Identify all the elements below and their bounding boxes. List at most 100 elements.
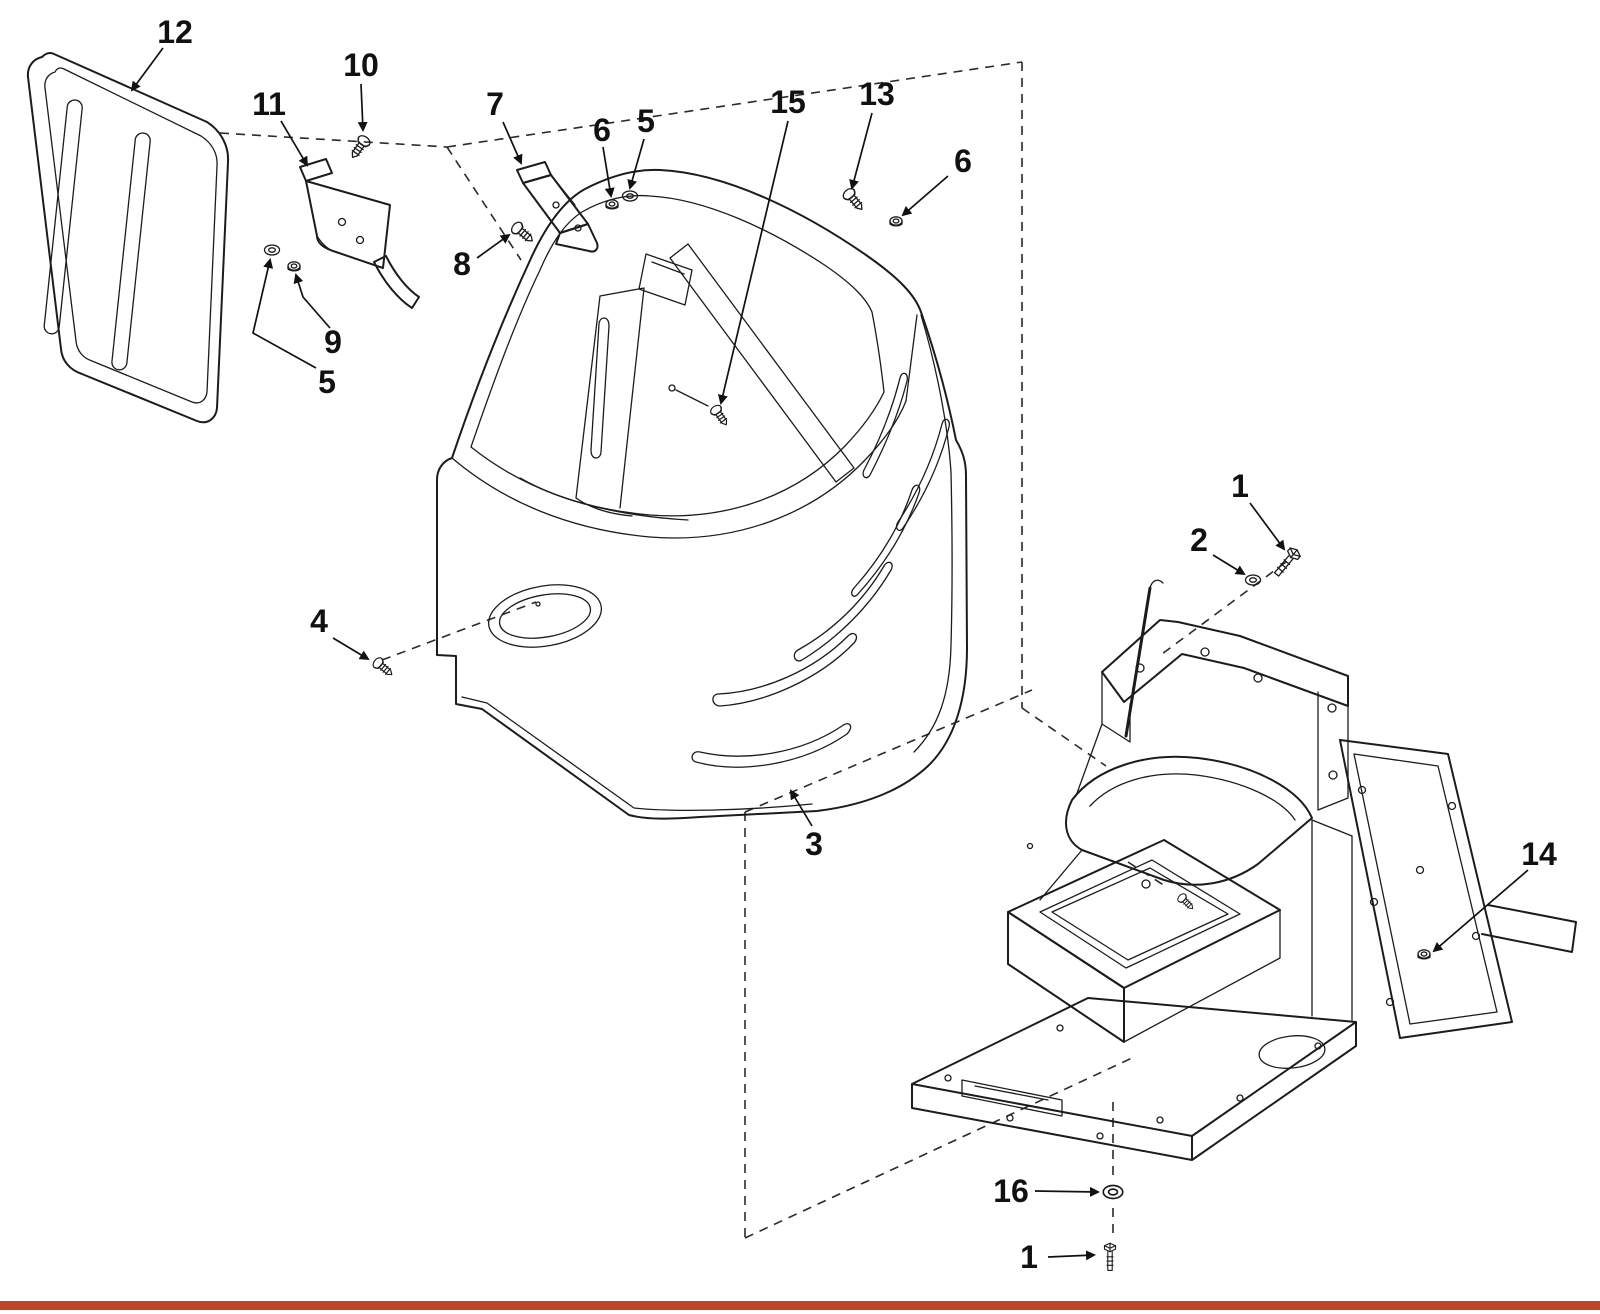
vent-slot	[895, 418, 951, 532]
dash-lower-plane-bottom	[744, 1057, 1133, 1239]
leader-6-left	[602, 146, 615, 198]
panel-12-slot-left	[43, 99, 83, 335]
leader-1-bottom	[1047, 1250, 1096, 1261]
hood-hole-15-line	[675, 389, 709, 407]
leader-2	[1212, 554, 1246, 576]
bolt-1-top	[1270, 545, 1303, 580]
leader-16	[1034, 1186, 1100, 1197]
side-panel-14	[1339, 739, 1577, 1039]
dash-plane-to-chassis	[1021, 707, 1107, 767]
callout-12: 12	[157, 14, 193, 50]
vent-slot	[691, 723, 852, 768]
callout-8: 8	[453, 246, 471, 282]
dash-screw4-to-handle	[381, 601, 537, 661]
hood-rim-inner	[470, 194, 885, 517]
callout-6-right: 6	[954, 143, 972, 179]
nut-6-left	[605, 199, 619, 210]
hood-outline	[436, 168, 968, 820]
back-wall	[1311, 819, 1353, 1021]
leader-7	[502, 121, 523, 165]
leader-11	[280, 120, 309, 167]
base-hole	[944, 1074, 952, 1082]
leader-4	[332, 637, 370, 661]
bracket-hole	[1328, 770, 1338, 780]
chassis-frame-assembly	[911, 579, 1357, 1161]
callout-labels: 12 10 11 7 6 5 15 13 6 8 9 5 4 1 2 3 14 …	[157, 14, 1557, 1275]
base-large-hole	[1258, 1035, 1326, 1069]
leader-8	[476, 233, 511, 259]
screw-15	[708, 402, 732, 429]
bracket-11-arm	[373, 255, 420, 309]
base-hole	[1156, 1116, 1164, 1124]
bracket-hole	[1253, 673, 1263, 683]
seat-saddle-inner	[1089, 773, 1296, 821]
bracket-11-hole	[337, 217, 347, 227]
leader-15	[717, 120, 789, 405]
leader-3	[789, 789, 813, 827]
lever-tip	[1149, 579, 1164, 589]
base-hole	[1056, 1024, 1064, 1032]
deck-front-face	[1007, 911, 1125, 1043]
callout-10: 10	[343, 47, 379, 83]
side-panel-tab	[1481, 904, 1577, 953]
screw-8	[508, 219, 538, 247]
hood-inner-column	[575, 287, 645, 509]
seat-screw	[1175, 891, 1197, 913]
callout-4: 4	[310, 603, 328, 639]
callout-14: 14	[1521, 836, 1557, 872]
bracket-7-hole	[552, 201, 560, 209]
callout-11: 11	[252, 86, 286, 122]
bracket-11-hole	[355, 235, 365, 245]
bracket-7-foot	[555, 223, 599, 253]
bracket-11-bend	[316, 235, 337, 253]
callout-3: 3	[805, 826, 823, 862]
washer-2	[1244, 574, 1262, 586]
callout-6-left: 6	[593, 112, 611, 148]
panel-hole	[1471, 931, 1481, 941]
base-hole	[1236, 1094, 1244, 1102]
handle-recess-inner	[498, 593, 592, 639]
fasteners	[263, 132, 1431, 1271]
screw-13	[840, 185, 868, 215]
support-bracket-7	[516, 161, 599, 253]
dash-lower-plane-top	[744, 689, 1033, 813]
side-panel-outline	[1339, 739, 1513, 1039]
base-platform-sides	[911, 1021, 1357, 1161]
vent-slot	[851, 484, 921, 597]
dash-bracket7-to-hood	[446, 146, 522, 261]
washer-16	[1102, 1184, 1124, 1200]
bracket-11-plate	[305, 180, 391, 269]
panel-hole	[1447, 801, 1457, 811]
base-hole	[1006, 1114, 1014, 1122]
handle-dot	[535, 601, 541, 607]
hood-body-3	[436, 168, 968, 820]
deck-right-face	[1007, 909, 1281, 1043]
callout-1-bottom: 1	[1020, 1239, 1038, 1275]
nut-6-right	[889, 216, 903, 227]
panel-12-slot-right	[111, 132, 151, 371]
leader-5-left	[252, 258, 317, 369]
leader-1-top	[1249, 502, 1286, 551]
mount-bracket-11	[299, 158, 420, 309]
hood-bottom-flange	[461, 696, 813, 811]
seat-saddle	[1065, 755, 1313, 886]
panel-hole	[1415, 865, 1425, 875]
frame-struts	[1039, 723, 1103, 901]
base-hitch-slot	[961, 1079, 1063, 1117]
callout-9: 9	[324, 324, 342, 360]
vent-slot	[862, 372, 909, 479]
bracket-7-hole	[574, 224, 582, 232]
panel-12-outline	[26, 52, 230, 424]
leader-lines	[130, 47, 1529, 1261]
hood-hole-15	[668, 384, 676, 392]
saddle-hole	[1141, 879, 1151, 889]
base-hole	[1096, 1132, 1104, 1140]
screw-14	[1417, 949, 1431, 960]
vent-slot	[793, 561, 893, 662]
leader-6-right	[901, 175, 949, 217]
panel-hole	[1369, 897, 1379, 907]
leader-13	[849, 112, 873, 190]
seat-bracket-flanges	[1101, 671, 1349, 811]
